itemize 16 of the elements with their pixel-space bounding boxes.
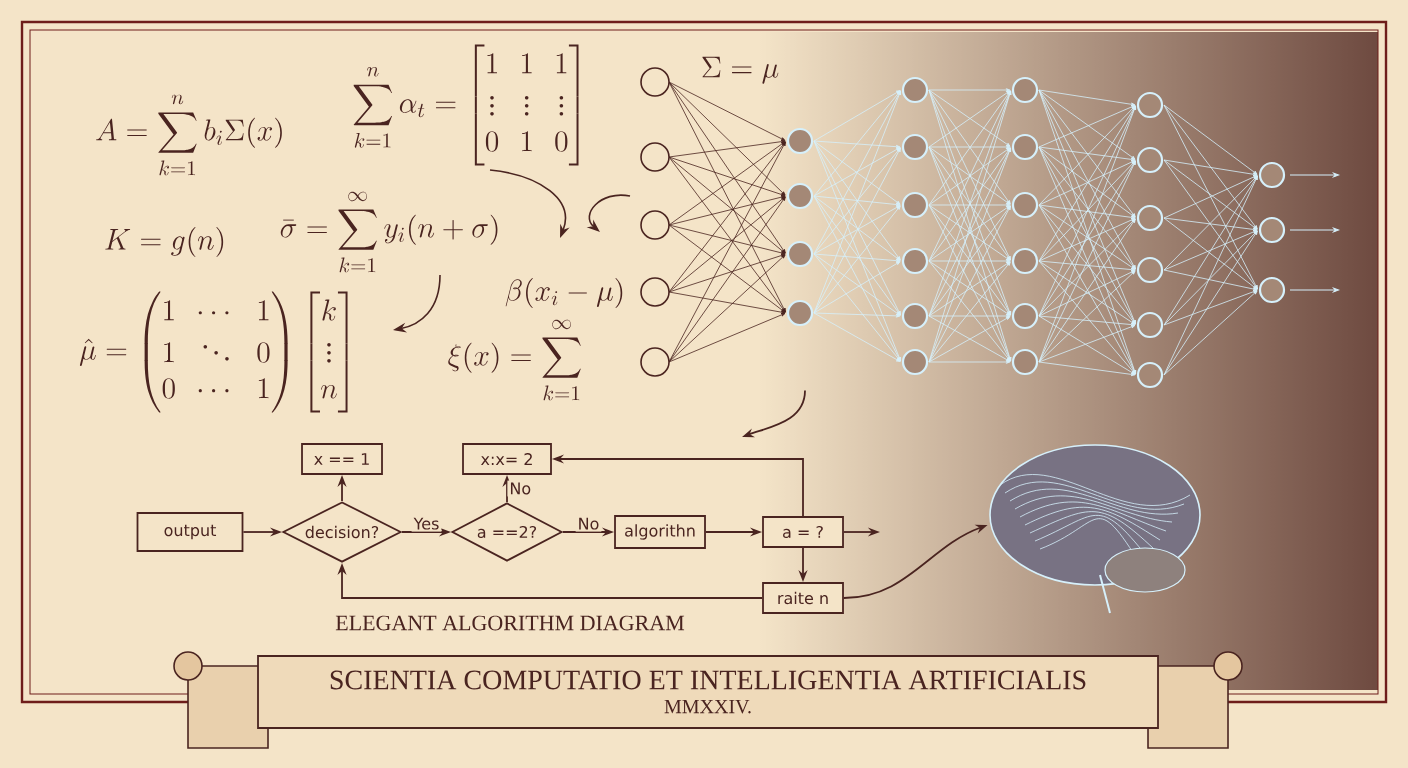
process-box: x:x= 2 <box>462 443 552 475</box>
process-box: algorithn <box>614 515 706 549</box>
scroll-banner: SCIENTIA COMPUTATIO ET INTELLIGENTIA ARTIFICIALIS MMXXIV. <box>173 651 1243 749</box>
formula: $K = g(n)$ <box>105 227 224 258</box>
process-box: raite n <box>762 582 844 614</box>
process-box: x == 1 <box>301 443 383 475</box>
formula: $\bar{\sigma} = \sum_{k=1}^{\infty} y_i (n + \sigma)$ <box>280 191 498 273</box>
formula: $\hat{\mu} = \begin{pmatrix}1&\cdots&1\\ 1&\ddots&0\\ 0&\cdots&1\end{pmatrix} \begin{bmatrix}k\\ \vdots\\ n\end{bmatrix}$ <box>79 291 348 413</box>
brain-drawing <box>989 444 1201 614</box>
formula: $A = \sum_{k=1}^{n} b_i \Sigma(x)$ <box>96 94 282 176</box>
diagram-caption: ELEGANT ALGORITHM DIAGRAM <box>335 615 685 631</box>
process-box: output <box>136 512 244 552</box>
formula: $\sum_{k=1}^{n} \alpha_t = \begin{bmatrix}1&1&1\\ \vdots&\vdots&\vdots\\ 0&1&0\end{bmatrix}$ <box>353 44 579 166</box>
formula: $\Sigma = \mu$ <box>702 56 779 84</box>
process-box: a = ? <box>762 516 844 548</box>
formula: $\xi(x) = \sum_{k=1}^{\infty}$ <box>448 319 581 401</box>
